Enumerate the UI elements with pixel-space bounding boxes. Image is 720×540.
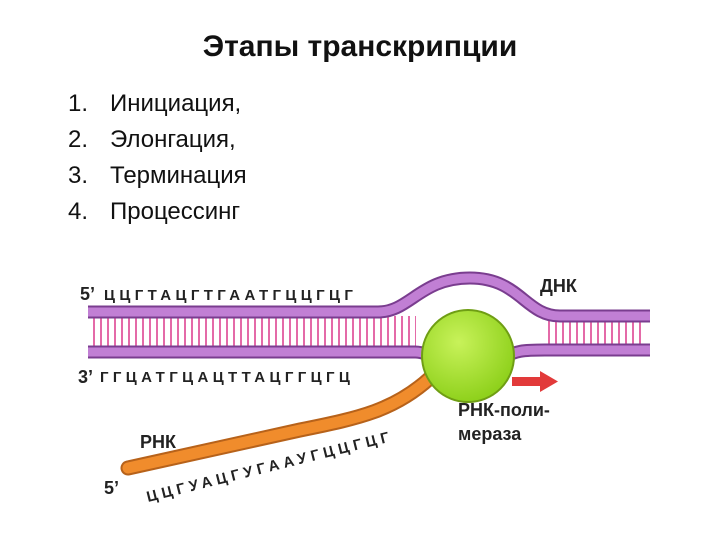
bottom-strand-sequence: ГГЦАТГЦАЦТТАЦГГЦГЦ	[100, 369, 354, 386]
stage-item: 2. Элонгация,	[68, 122, 247, 158]
rna-label: РНК	[140, 432, 177, 452]
bottom-strand-end: 3’	[78, 367, 93, 387]
top-strand-sequence: ЦЦГТАЦГТГААТГЦЦГЦГ	[104, 287, 357, 304]
stage-label: Терминация	[110, 162, 247, 189]
stage-number: 2.	[68, 126, 89, 153]
page-title: Этапы транскрипции	[202, 30, 518, 63]
stage-item: 3. Терминация	[68, 158, 247, 194]
rna-polymerase	[421, 309, 515, 403]
transcription-diagram: 5’ ЦЦГТАЦГТГААТГЦЦГЦГ 3’ ГГЦАТГЦАЦТТАЦГГ…	[78, 271, 650, 506]
polymerase-label-line2: мераза	[458, 424, 522, 444]
rna-strand-fill	[122, 372, 436, 474]
stage-label: Элонгация,	[110, 126, 236, 153]
dna-label: ДНК	[540, 276, 578, 296]
arrow-right-icon	[512, 371, 558, 392]
stage-list: 1. Инициация, 2. Элонгация, 3. Терминация 4…	[68, 86, 247, 230]
rna-end: 5’	[104, 478, 119, 498]
dna-top-strand-fill	[88, 273, 650, 321]
top-strand-end: 5’	[80, 284, 95, 304]
base-pairs-left	[88, 316, 416, 348]
stage-item: 4. Процессинг	[68, 194, 247, 230]
polymerase-label-line1: РНК-поли-	[458, 400, 550, 420]
base-pairs-right	[545, 320, 645, 346]
stage-number: 3.	[68, 162, 89, 189]
stage-number: 4.	[68, 198, 89, 225]
stage-label: Процессинг	[110, 198, 241, 225]
stage-number: 1.	[68, 90, 89, 117]
stage-item: 1. Инициация,	[68, 86, 247, 122]
stage-label: Инициация,	[110, 90, 242, 117]
